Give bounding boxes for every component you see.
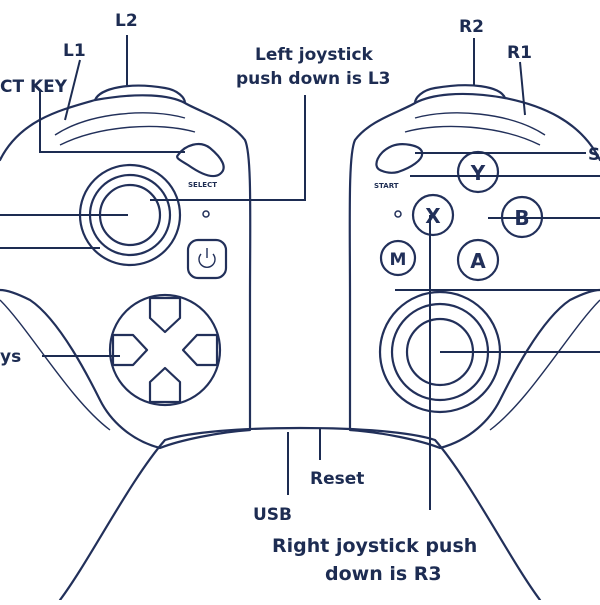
button-y-label: Y xyxy=(470,161,486,185)
label-select-key: CT KEY xyxy=(0,77,68,97)
dpad-right[interactable] xyxy=(181,333,219,367)
start-text: START xyxy=(374,182,399,190)
label-l2: L2 xyxy=(115,11,138,31)
dpad-up[interactable] xyxy=(148,296,182,334)
start-button[interactable]: START xyxy=(374,143,424,190)
label-r2: R2 xyxy=(459,17,484,37)
label-right-joystick-line1: Right joystick push xyxy=(272,535,477,557)
leader-lines xyxy=(0,35,600,510)
label-reset: Reset xyxy=(310,469,364,489)
left-led-indicator xyxy=(202,210,210,218)
select-text: SELECT xyxy=(188,181,217,189)
left-grip xyxy=(0,84,252,450)
right-led-indicator xyxy=(394,210,402,218)
phone-holder xyxy=(0,299,600,602)
select-button[interactable]: SELECT xyxy=(176,142,225,189)
dpad-down[interactable] xyxy=(148,366,182,404)
label-usb: USB xyxy=(253,505,292,525)
label-dpad-keys: ys xyxy=(0,347,21,367)
label-left-joystick-line1: Left joystick xyxy=(255,45,374,65)
dpad-left[interactable] xyxy=(111,333,149,367)
button-m[interactable]: M xyxy=(379,239,417,277)
label-right-joystick-line2: down is R3 xyxy=(325,563,442,585)
label-l1: L1 xyxy=(63,41,86,61)
button-y[interactable]: Y xyxy=(456,150,500,194)
power-icon xyxy=(198,248,216,268)
right-grip xyxy=(348,84,600,450)
power-button[interactable] xyxy=(186,238,228,280)
dpad[interactable] xyxy=(108,293,222,407)
label-r1: R1 xyxy=(507,43,532,63)
label-left-joystick-line2: push down is L3 xyxy=(236,69,391,89)
button-a[interactable]: A xyxy=(456,238,500,282)
button-a-label: A xyxy=(470,249,486,273)
button-x[interactable]: X xyxy=(411,193,455,237)
button-m-label: M xyxy=(390,250,407,270)
label-start-key: S xyxy=(588,145,600,165)
button-x-label: X xyxy=(425,204,441,228)
